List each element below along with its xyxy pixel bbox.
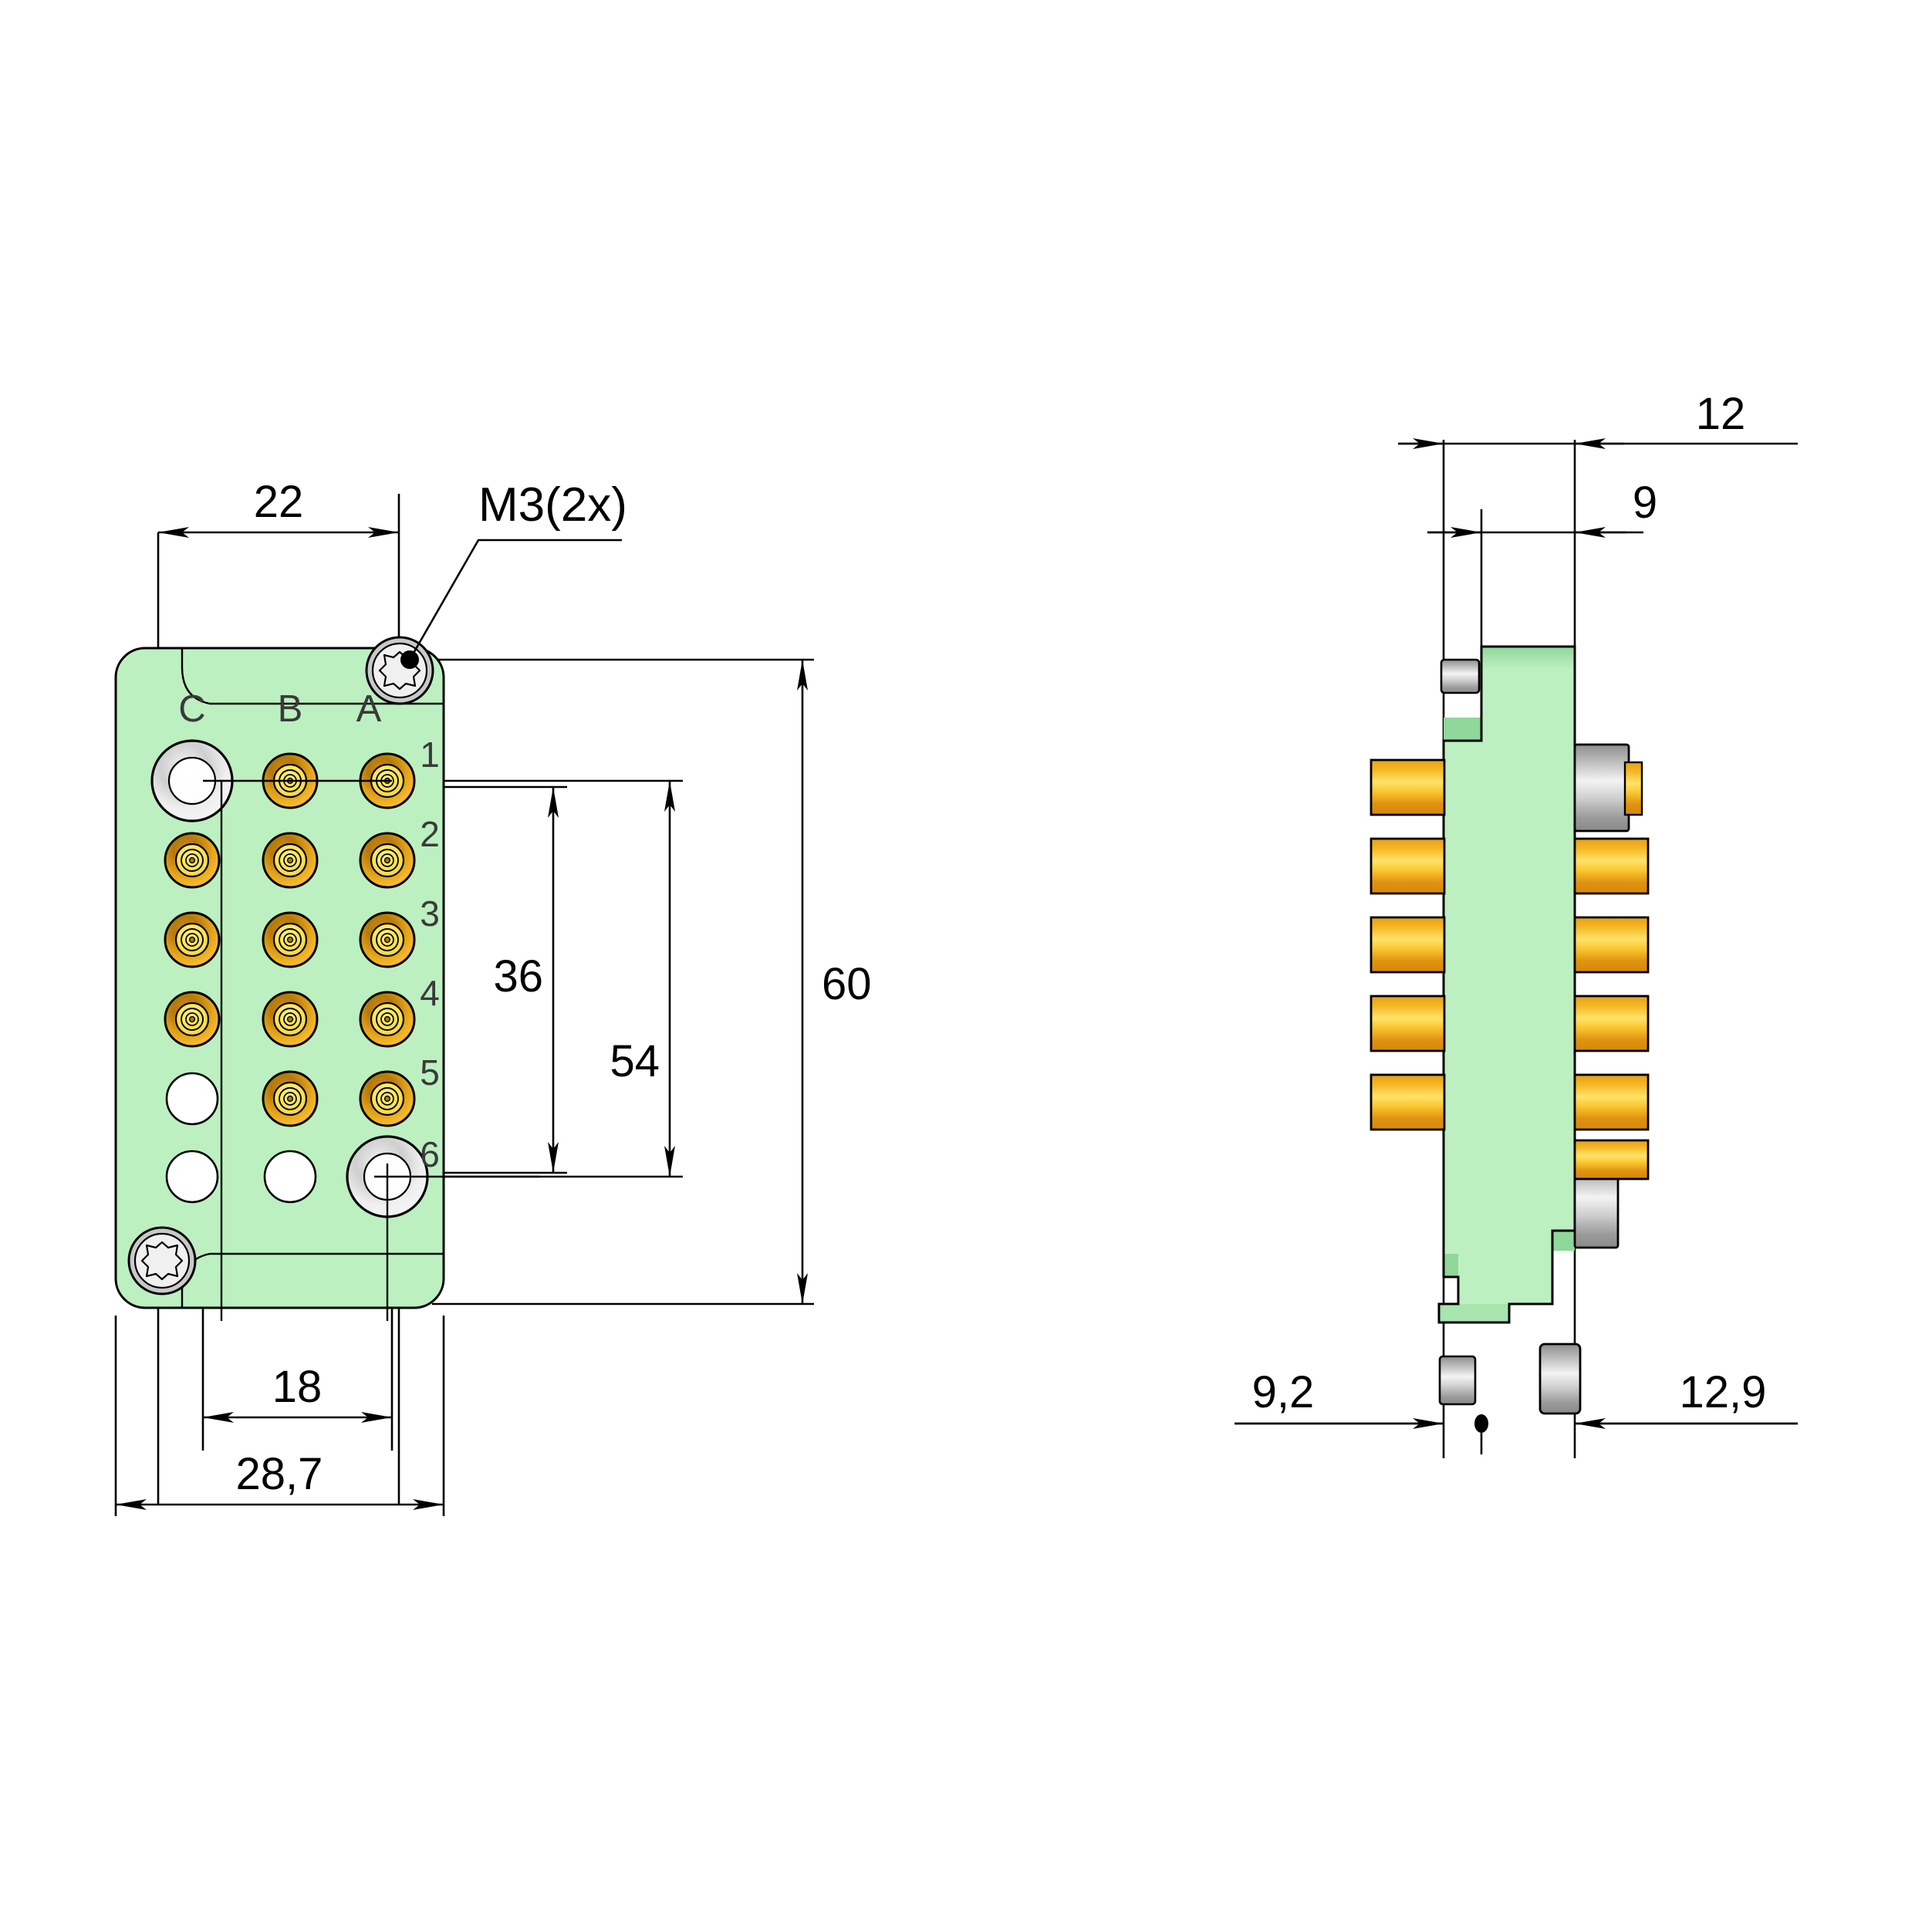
grid-row-4: 4 <box>164 973 440 1048</box>
side-pins-left <box>1370 758 1446 1131</box>
row-label-4: 4 <box>420 973 440 1013</box>
pin-C3 <box>164 911 221 968</box>
front-view-column-labels: C B A <box>178 688 381 730</box>
grid-row-5: 5 <box>165 1052 440 1127</box>
torx-screw-bottom <box>127 1226 197 1295</box>
row-label-1: 1 <box>420 735 440 775</box>
dimension-18-text: 18 <box>272 1362 323 1412</box>
guide-pin-top-left <box>1440 658 1481 694</box>
pin-B3 <box>262 911 319 968</box>
socket-C1 <box>150 739 234 822</box>
dimension-54: 54 <box>610 781 675 1177</box>
row-label-2: 2 <box>420 814 440 854</box>
datum-point <box>1474 1414 1488 1433</box>
column-label-B: B <box>278 688 303 730</box>
guide-pin-bottom-left <box>1438 1355 1477 1406</box>
front-view-centerlines <box>203 779 540 1321</box>
grid-row-3: 3 <box>164 893 440 968</box>
torx-star-icon <box>140 1241 184 1281</box>
dimension-36-text: 36 <box>493 951 543 1001</box>
pin-C2 <box>164 832 221 889</box>
dimension-12-9-text: 12,9 <box>1680 1367 1767 1417</box>
pin-A5 <box>359 1070 416 1127</box>
dimension-9-2-text: 9,2 <box>1252 1367 1315 1417</box>
row-label-3: 3 <box>420 893 440 934</box>
side-pins-right <box>1573 837 1650 1180</box>
pin-A2 <box>359 832 416 889</box>
row-label-5: 5 <box>420 1052 440 1093</box>
dimension-12-text: 12 <box>1696 389 1746 439</box>
pin-C4 <box>164 991 221 1048</box>
dimension-9: 9 <box>1427 478 1657 538</box>
pin-B4 <box>262 991 319 1048</box>
socket-sleeve-right-upper <box>1573 743 1643 833</box>
dimension-9-text: 9 <box>1633 478 1657 528</box>
guide-pin-bottom-right <box>1539 1343 1582 1415</box>
dimension-60: 60 <box>797 660 872 1304</box>
dimension-18: 18 <box>203 1362 392 1423</box>
dimension-28-7: 28,7 <box>116 1449 444 1510</box>
hole-C5 <box>165 1072 219 1126</box>
dimension-12: 12 <box>1398 389 1746 449</box>
note-m3-text: M3(2x) <box>478 478 627 532</box>
grid-row-1: 1 <box>150 735 440 822</box>
dimension-60-text: 60 <box>822 959 872 1009</box>
hole-C6 <box>165 1150 219 1204</box>
dimension-12-9: 12,9 <box>1575 1367 1798 1429</box>
pin-A4 <box>359 991 416 1048</box>
dimension-22: 22 <box>158 477 399 538</box>
dimension-54-text: 54 <box>610 1036 660 1086</box>
dimension-9-2: 9,2 <box>1235 1367 1444 1429</box>
front-view: 22 18 28,7 60 54 36 <box>114 477 872 1516</box>
pin-B2 <box>262 832 319 889</box>
hole-B6 <box>263 1150 317 1204</box>
dimension-36: 36 <box>493 787 559 1173</box>
note-m3-leader: M3(2x) <box>408 478 627 660</box>
side-view: 12 9 9,2 12,9 <box>1235 389 1798 1458</box>
column-label-C: C <box>178 688 205 730</box>
pin-A3 <box>359 911 416 968</box>
dimension-28-7-text: 28,7 <box>236 1449 323 1499</box>
row-label-6: 6 <box>420 1134 440 1174</box>
grid-row-2: 2 <box>164 814 440 889</box>
torx-screw-top <box>365 636 434 705</box>
dimension-22-text: 22 <box>254 477 304 527</box>
pin-B5 <box>262 1070 319 1127</box>
connector-body-side <box>1437 645 1576 1324</box>
